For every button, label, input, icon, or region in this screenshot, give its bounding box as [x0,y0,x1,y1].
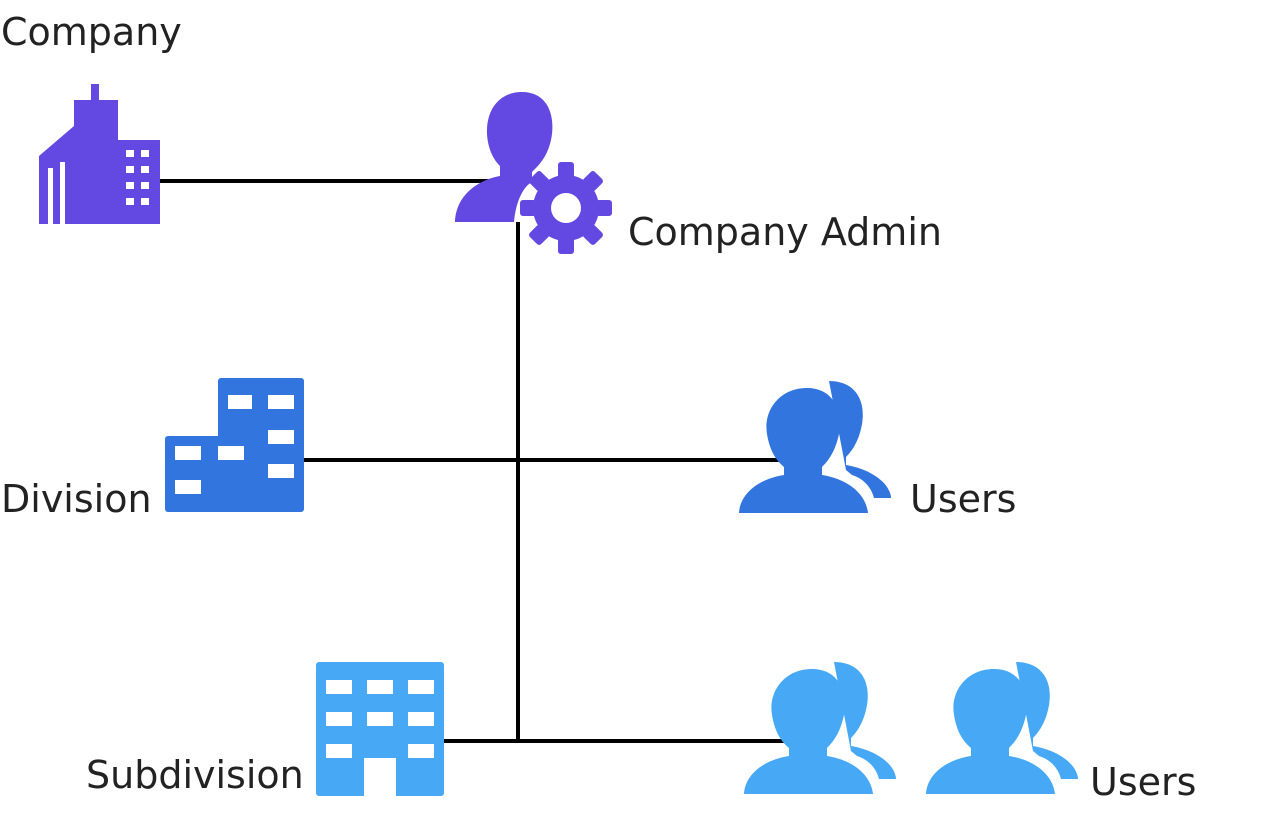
company-admin-label: Company Admin [628,210,942,254]
division-users-label: Users [910,477,1016,521]
users-group-icon [739,381,891,513]
subdivision-building-icon [316,662,444,796]
subdivision-label: Subdivision [86,753,304,797]
company-building-icon [39,84,160,224]
users-group-icon [926,662,1078,794]
subdivision-users-label: Users [1090,760,1196,804]
users-group-icon [744,662,896,794]
division-buildings-icon [165,378,304,512]
admin-gear-user-icon [455,92,612,254]
company-label: Company [1,10,182,54]
connector-lines [158,179,785,743]
division-label: Division [1,477,152,521]
